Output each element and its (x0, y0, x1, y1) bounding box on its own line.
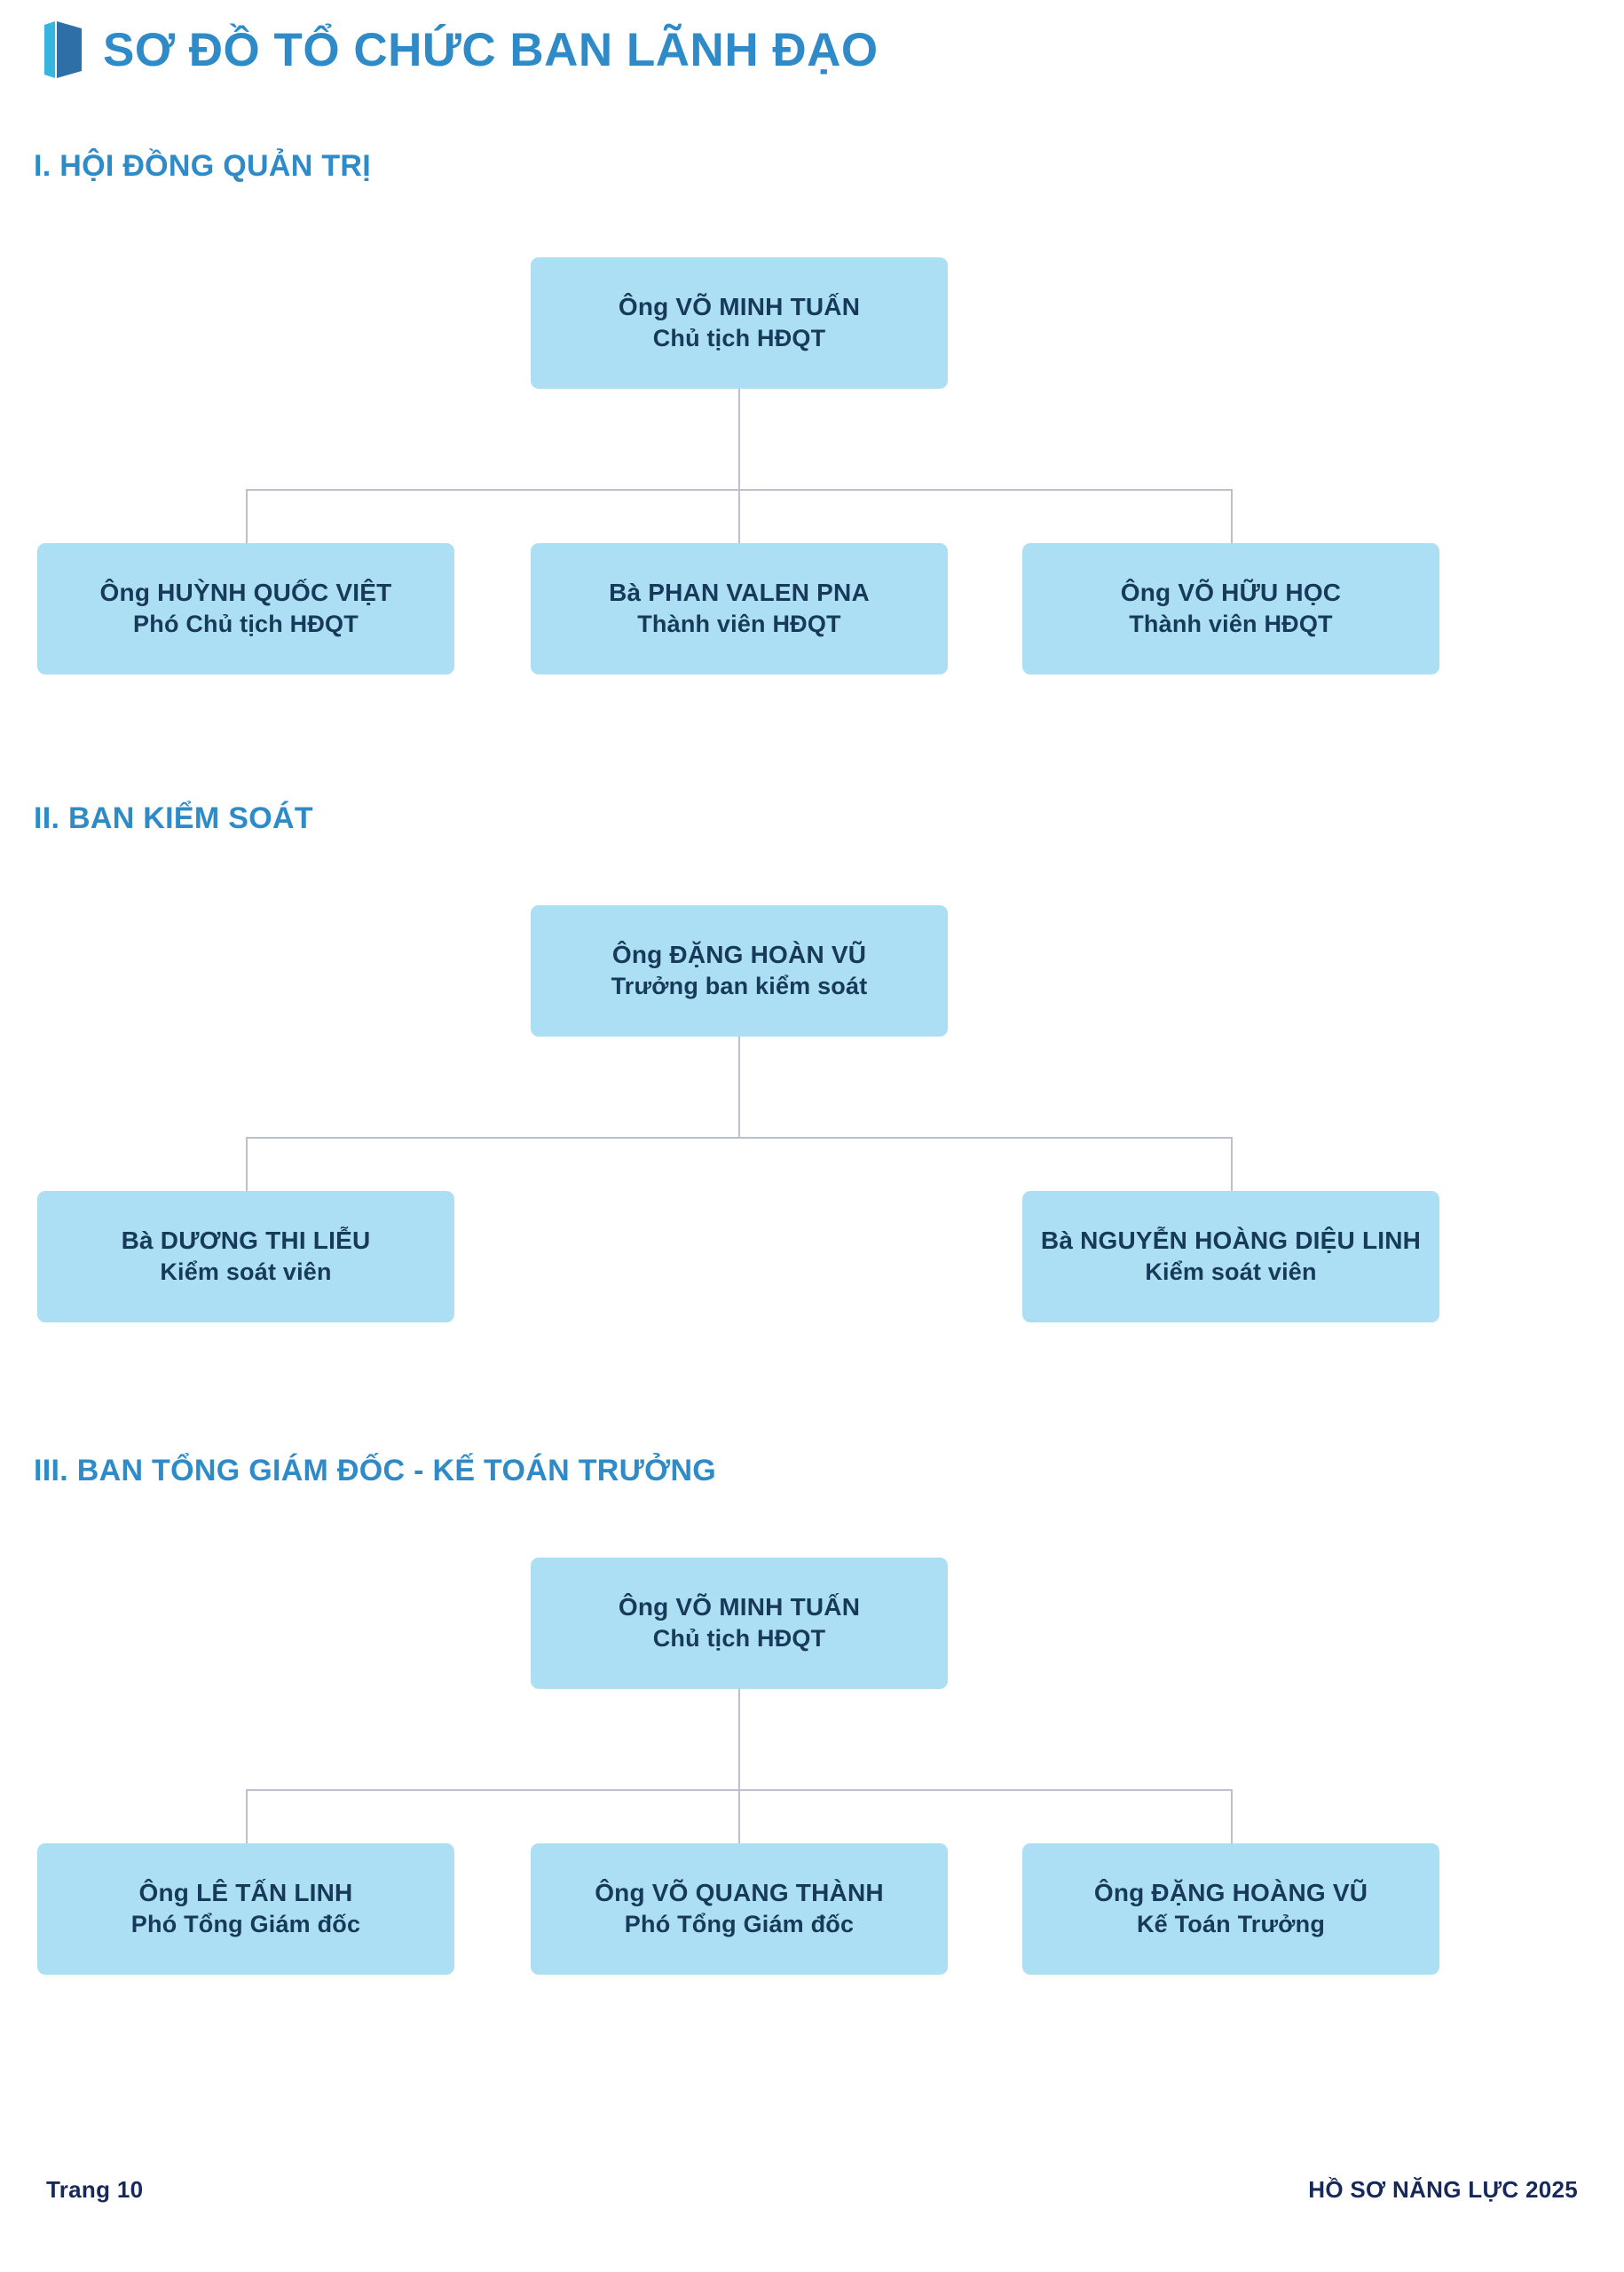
org-node-child-2[interactable]: Bà PHAN VALEN PNA Thành viên HĐQT (531, 543, 948, 674)
connector-vertical-root (738, 1037, 740, 1138)
org-node-name: Ông HUỲNH QUỐC VIỆT (99, 578, 392, 606)
org-node-name: Ông ĐẶNG HOÀNG VŨ (1093, 1878, 1368, 1906)
org-node-role: Kế Toán Trưởng (1136, 1911, 1326, 1938)
connector-horizontal-bus (246, 1137, 1233, 1139)
org-node-name: Bà PHAN VALEN PNA (609, 578, 870, 606)
org-node-name: Ông VÕ MINH TUẤN (618, 292, 861, 320)
page-title: SƠ ĐỒ TỔ CHỨC BAN LÃNH ĐẠO (103, 23, 879, 76)
org-node-role: Thành viên HĐQT (1129, 611, 1333, 638)
org-node-name: Bà NGUYỄN HOÀNG DIỆU LINH (1040, 1226, 1422, 1254)
book-icon (44, 21, 82, 78)
connector-vertical-child-1 (246, 489, 248, 543)
org-node-child-3[interactable]: Ông ĐẶNG HOÀNG VŨ Kế Toán Trưởng (1022, 1843, 1439, 1975)
section-heading-2: II. BAN KIỂM SOÁT (34, 801, 313, 835)
org-chart-ban-kiem-soat: Ông ĐẶNG HOÀN VŨ Trưởng ban kiểm soát Bà… (0, 905, 1624, 1349)
org-node-child-1[interactable]: Ông LÊ TẤN LINH Phó Tổng Giám đốc (37, 1843, 454, 1975)
footer-page-number: Trang 10 (46, 2176, 144, 2203)
page-header: SƠ ĐỒ TỔ CHỨC BAN LÃNH ĐẠO (43, 20, 879, 80)
org-node-root[interactable]: Ông VÕ MINH TUẤN Chủ tịch HĐQT (531, 1558, 948, 1689)
org-node-role: Chủ tịch HĐQT (652, 1625, 826, 1653)
org-node-role: Kiểm soát viên (160, 1258, 332, 1286)
section-heading-1: I. HỘI ĐỒNG QUẢN TRỊ (34, 149, 371, 183)
footer-document-label: HỒ SƠ NĂNG LỰC 2025 (1308, 2176, 1578, 2203)
org-node-child-1[interactable]: Bà DƯƠNG THI LIỄU Kiểm soát viên (37, 1191, 454, 1322)
org-node-role: Kiểm soát viên (1145, 1258, 1317, 1286)
org-chart-hoi-dong-quan-tri: Ông VÕ MINH TUẤN Chủ tịch HĐQT Ông HUỲNH… (0, 257, 1624, 701)
org-node-role: Phó Tổng Giám đốc (130, 1911, 361, 1938)
org-chart-ban-tong-giam-doc: Ông VÕ MINH TUẤN Chủ tịch HĐQT Ông LÊ TẤ… (0, 1558, 1624, 2001)
org-node-name: Ông ĐẶNG HOÀN VŨ (611, 940, 867, 968)
org-node-child-2[interactable]: Ông VÕ QUANG THÀNH Phó Tổng Giám đốc (531, 1843, 948, 1975)
org-node-name: Ông VÕ QUANG THÀNH (595, 1878, 884, 1906)
section-heading-3: III. BAN TỔNG GIÁM ĐỐC - KẾ TOÁN TRƯỞNG (34, 1454, 717, 1487)
connector-vertical-child-1 (246, 1137, 248, 1191)
org-node-child-2[interactable]: Bà NGUYỄN HOÀNG DIỆU LINH Kiểm soát viên (1022, 1191, 1439, 1322)
connector-vertical-child-2 (738, 1789, 740, 1843)
connector-vertical-child-2 (1231, 1137, 1233, 1191)
connector-vertical-child-2 (738, 489, 740, 543)
org-node-name: Ông LÊ TẤN LINH (138, 1878, 353, 1906)
connector-vertical-child-1 (246, 1789, 248, 1843)
org-node-role: Chủ tịch HĐQT (652, 325, 826, 352)
org-node-role: Thành viên HĐQT (637, 611, 841, 638)
connector-vertical-root (738, 389, 740, 490)
org-node-role: Trưởng ban kiểm soát (611, 973, 868, 1000)
org-node-root[interactable]: Ông ĐẶNG HOÀN VŨ Trưởng ban kiểm soát (531, 905, 948, 1037)
org-node-name: Bà DƯƠNG THI LIỄU (121, 1226, 371, 1254)
org-node-name: Ông VÕ MINH TUẤN (618, 1592, 861, 1621)
org-node-role: Phó Chủ tịch HĐQT (133, 611, 359, 638)
org-node-child-1[interactable]: Ông HUỲNH QUỐC VIỆT Phó Chủ tịch HĐQT (37, 543, 454, 674)
connector-vertical-root (738, 1689, 740, 1790)
org-node-name: Ông VÕ HỮU HỌC (1120, 578, 1342, 606)
org-node-child-3[interactable]: Ông VÕ HỮU HỌC Thành viên HĐQT (1022, 543, 1439, 674)
connector-vertical-child-3 (1231, 489, 1233, 543)
page-footer: Trang 10 HỒ SƠ NĂNG LỰC 2025 (0, 2176, 1624, 2204)
org-node-role: Phó Tổng Giám đốc (624, 1911, 855, 1938)
connector-vertical-child-3 (1231, 1789, 1233, 1843)
org-node-root[interactable]: Ông VÕ MINH TUẤN Chủ tịch HĐQT (531, 257, 948, 389)
